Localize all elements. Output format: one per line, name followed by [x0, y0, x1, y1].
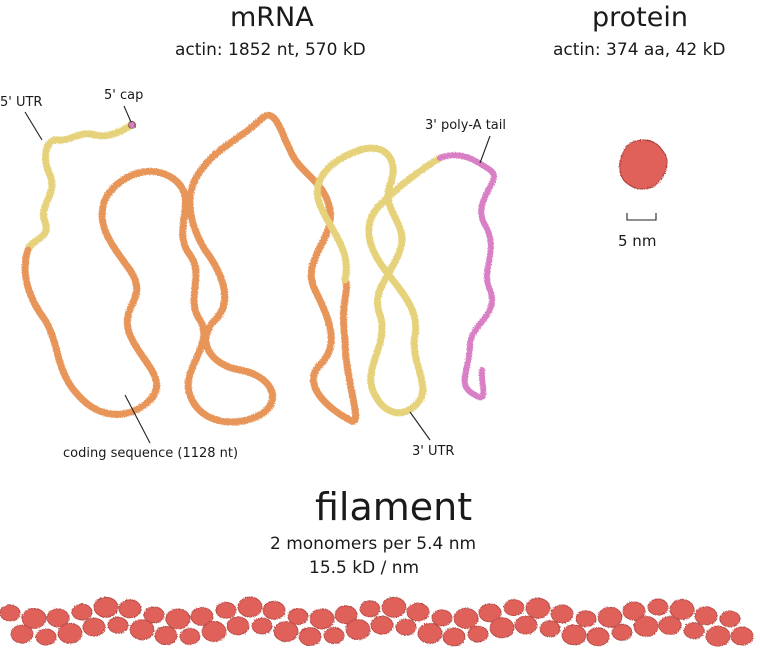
coding-label: coding sequence (1128 nt): [63, 446, 239, 461]
actin-subunit: [586, 627, 610, 647]
actin-subunit: [525, 597, 551, 619]
actin-subunit: [201, 621, 227, 642]
actin-subunit: [359, 600, 381, 618]
actin-subunit: [597, 606, 623, 628]
actin-subunit: [694, 606, 718, 626]
actin-subunit: [154, 626, 178, 645]
actin-subunit: [381, 596, 407, 618]
actin-subunit: [467, 625, 489, 643]
actin-subunit: [345, 619, 371, 640]
actin-subunit: [719, 610, 741, 628]
actin-subunit: [190, 607, 214, 626]
actin-subunit: [514, 615, 538, 635]
mrna-subtitle: actin: 1852 nt, 570 kD: [175, 40, 366, 60]
actin-subunit: [622, 601, 646, 621]
actin-monomer-icon: [619, 139, 668, 190]
actin-subunit: [334, 605, 358, 625]
actin-subunit: [226, 616, 250, 636]
actin-filament-icon: [0, 596, 754, 647]
actin-subunit: [550, 604, 574, 624]
utr3-segment: [313, 144, 444, 417]
actin-subunit: [0, 604, 21, 622]
utr5-label: 5' UTR: [0, 95, 43, 110]
actin-monomer-body: [619, 139, 668, 190]
actin-subunit: [215, 601, 237, 619]
actin-subunit: [287, 608, 309, 625]
actin-subunit: [118, 599, 142, 619]
actin-subunit: [575, 610, 597, 628]
actin-subunit: [669, 599, 695, 620]
actin-subunit: [730, 626, 754, 646]
protein-subtitle: actin: 374 aa, 42 kD: [553, 40, 726, 60]
cap5-leader: [123, 105, 132, 123]
actin-subunit: [46, 608, 70, 628]
utr3-label: 3' UTR: [412, 444, 455, 459]
actin-subunit: [129, 619, 155, 641]
actin-subunit: [561, 624, 587, 646]
cap5-label: 5' cap: [104, 88, 144, 103]
actin-subunit: [251, 617, 273, 635]
actin-subunit: [539, 620, 561, 638]
coding-leader: [124, 394, 151, 444]
actin-subunit: [683, 622, 705, 640]
actin-subunit: [179, 628, 201, 645]
actin-subunit: [705, 625, 731, 647]
actin-subunit: [107, 616, 129, 634]
actin-subunit: [143, 606, 165, 624]
actin-subunit: [453, 607, 479, 629]
filament-title: filament: [315, 485, 473, 529]
scale-bar-label: 5 nm: [618, 232, 657, 250]
actin-subunit: [658, 616, 682, 635]
actin-subunit: [478, 603, 502, 623]
actin-subunit: [82, 617, 106, 637]
actin-subunit: [633, 615, 659, 637]
actin-subunit: [431, 609, 453, 627]
filament-line1: 2 monomers per 5.4 nm: [270, 534, 477, 554]
actin-subunit: [489, 617, 515, 639]
actin-subunit: [323, 627, 345, 644]
coding-segment: [21, 112, 360, 426]
actin-subunit: [370, 615, 394, 635]
actin-subunit: [309, 608, 335, 630]
actin-subunit: [35, 628, 57, 646]
actin-subunit: [93, 596, 119, 618]
actin-subunit: [298, 627, 322, 646]
actin-subunit: [57, 622, 83, 644]
actin-subunit: [10, 624, 34, 644]
actin-subunit: [273, 621, 299, 642]
actin-subunit: [165, 608, 191, 630]
polya-segment: [437, 152, 497, 401]
actin-subunit: [21, 607, 47, 629]
utr5-segment: [24, 121, 136, 254]
actin-subunit: [503, 599, 525, 617]
actin-subunit: [395, 618, 417, 636]
actin-subunit: [417, 622, 443, 644]
mrna-strand-icon: [21, 112, 497, 426]
actin-subunit: [406, 602, 430, 622]
polya-label: 3' poly-A tail: [425, 118, 506, 133]
actin-subunit: [647, 598, 669, 616]
utr5-leader: [24, 111, 43, 141]
protein-title: protein: [592, 2, 688, 33]
polya-leader: [479, 135, 491, 164]
actin-subunit: [442, 627, 466, 647]
leader-lines: [24, 105, 491, 444]
filament-line2: 15.5 kD / nm: [309, 558, 420, 578]
utr3-leader: [409, 411, 431, 441]
actin-subunit: [262, 600, 286, 620]
actin-subunit: [611, 623, 633, 641]
cap5-marker: [128, 121, 136, 129]
mrna-title: mRNA: [230, 2, 314, 33]
actin-subunit: [71, 603, 93, 621]
actin-subunit: [237, 596, 263, 618]
scale-bar: [626, 213, 657, 221]
